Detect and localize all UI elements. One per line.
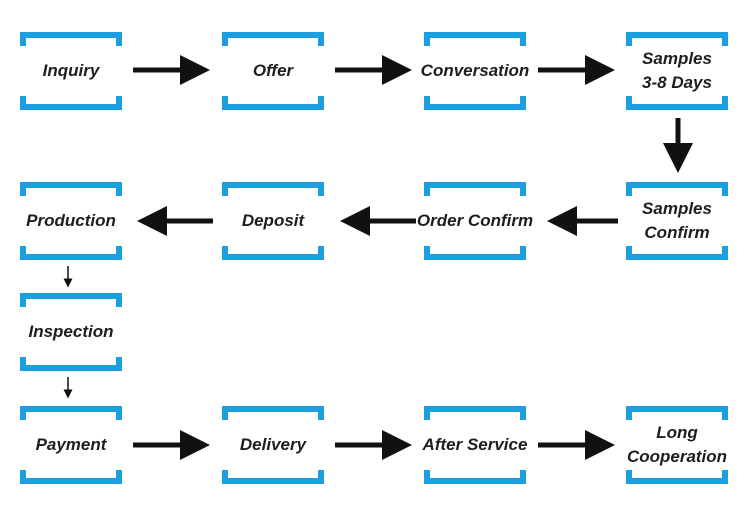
step-label: Delivery [239, 435, 307, 454]
step-delivery: Delivery [222, 406, 324, 484]
step-label: Long Cooperation [626, 423, 728, 466]
step-after-service: After Service [423, 406, 527, 484]
step-label: Conversation [420, 61, 530, 80]
step-label: Inquiry [42, 61, 100, 80]
step-label: Offer [252, 61, 294, 80]
step-label: Payment [35, 435, 107, 454]
step-label: Samples Confirm [642, 199, 712, 242]
step-inquiry: Inquiry [20, 32, 122, 110]
step-label: After Service [422, 435, 528, 454]
step-samples-days: Samples 3-8 Days [626, 32, 728, 110]
step-label: Order Confirm [416, 211, 534, 230]
step-label: Deposit [241, 211, 305, 230]
step-payment: Payment [20, 406, 122, 484]
step-label: Production [26, 211, 116, 230]
step-deposit: Deposit [222, 182, 324, 260]
step-samples-confirm: Samples Confirm [626, 182, 728, 260]
step-label: Samples 3-8 Days [642, 49, 712, 92]
step-inspection: Inspection [20, 293, 122, 371]
step-label: Inspection [28, 322, 114, 341]
step-order-confirm: Order Confirm [417, 182, 533, 260]
step-production: Production [20, 182, 122, 260]
step-conversation: Conversation [421, 32, 529, 110]
step-long-cooperation: Long Cooperation [626, 406, 728, 484]
step-offer: Offer [222, 32, 324, 110]
